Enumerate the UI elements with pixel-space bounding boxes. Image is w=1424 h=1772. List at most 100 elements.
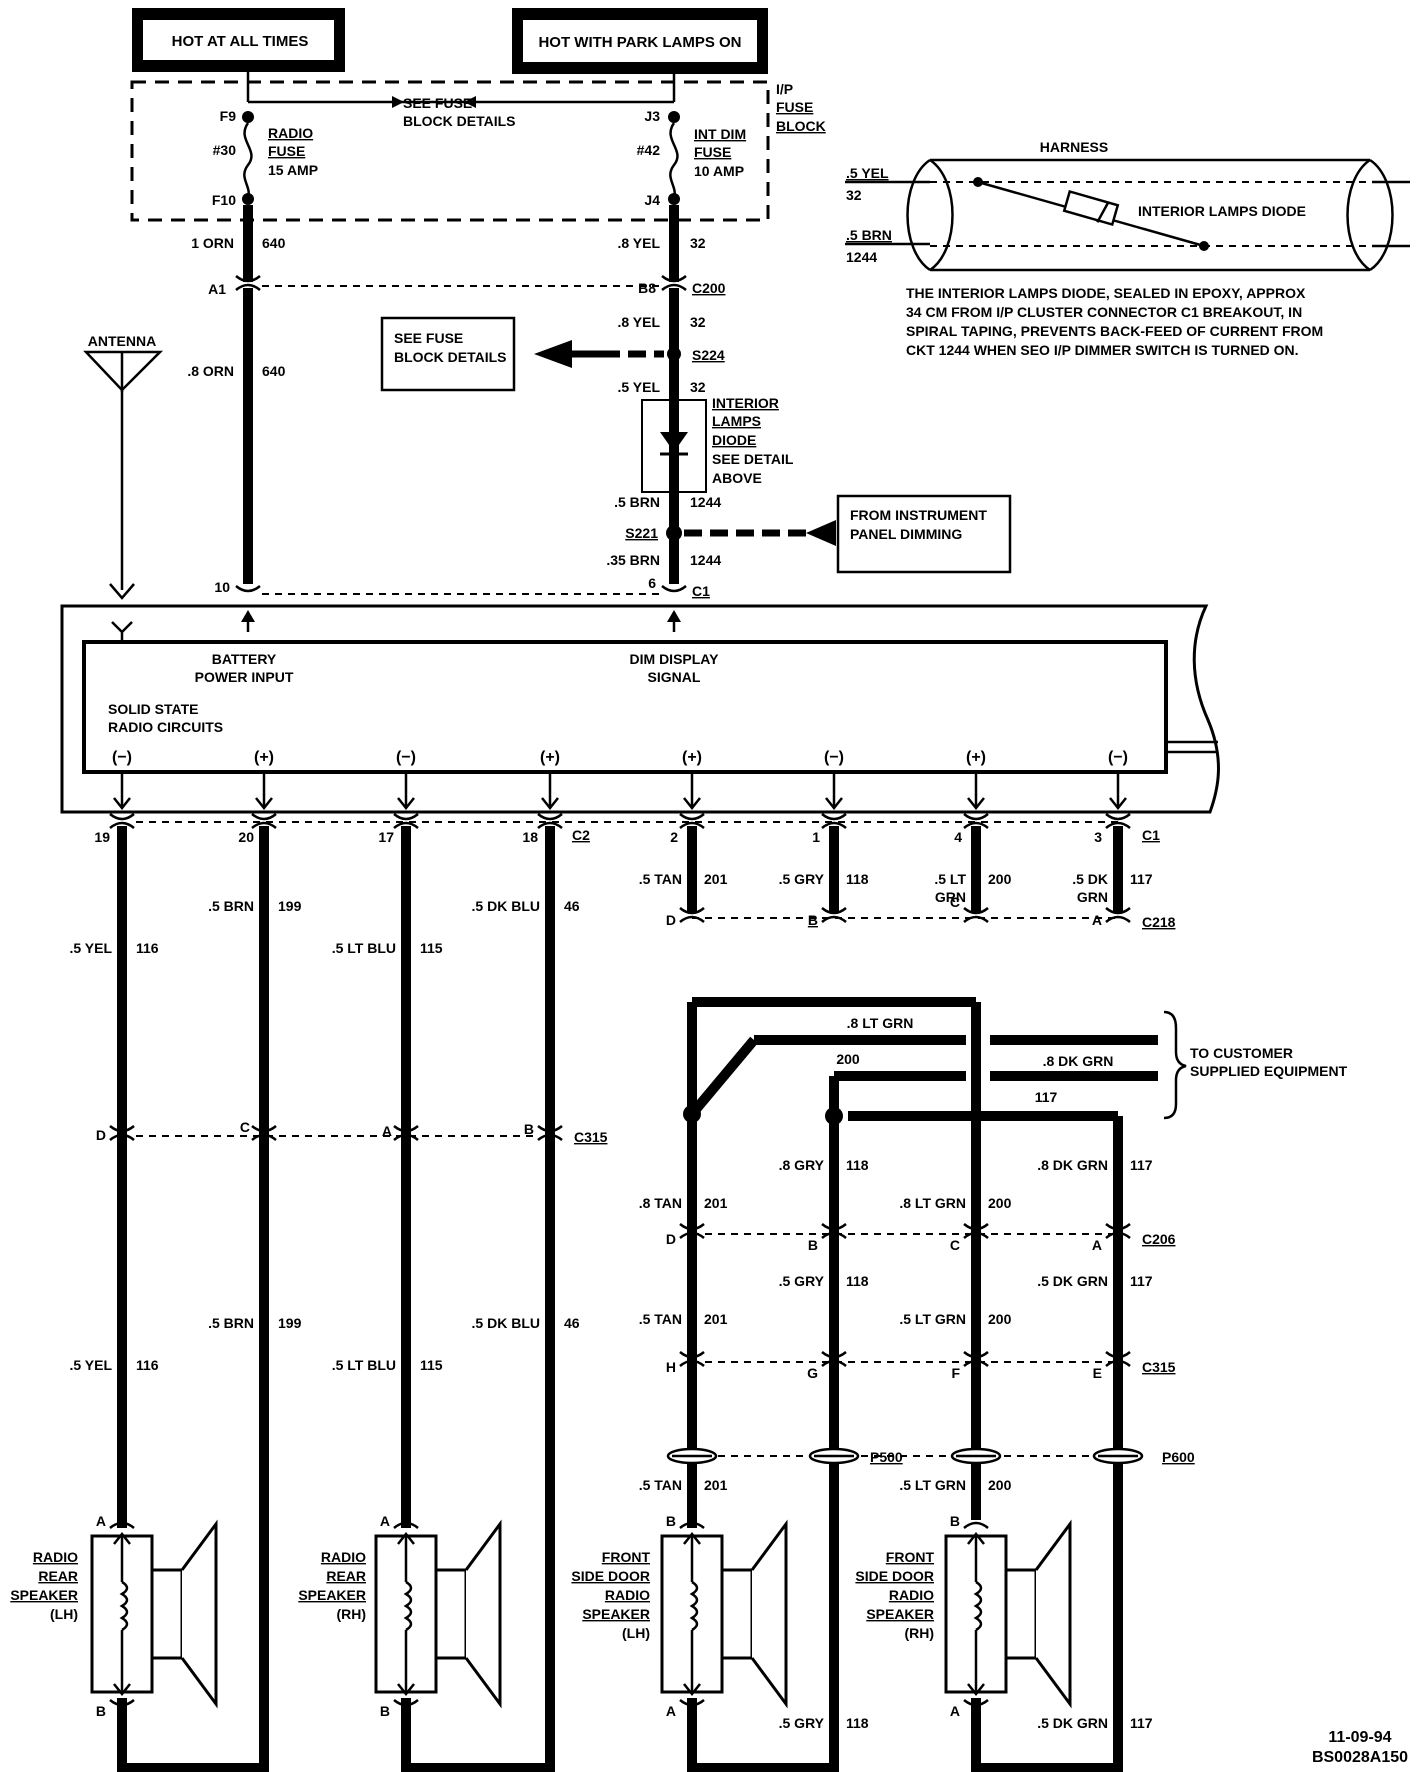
polarity-label: (+) (966, 749, 986, 766)
svg-text:SIDE DOOR: SIDE DOOR (855, 1568, 934, 1584)
svg-text:10: 10 (214, 579, 230, 595)
connector-arc (393, 1125, 419, 1133)
svg-text:115: 115 (420, 1357, 443, 1373)
svg-text:1 ORN: 1 ORN (191, 235, 234, 251)
svg-text:ANTENNA: ANTENNA (88, 333, 156, 349)
front-c1-c218-stubs: D B C A C218 .5 TAN 201 .5 GRY 118 .5 LT… (639, 826, 1176, 930)
svg-text:46: 46 (564, 1315, 580, 1331)
svg-text:J4: J4 (644, 192, 660, 208)
connector-arc (679, 1359, 705, 1367)
svg-text:REAR: REAR (326, 1568, 366, 1584)
speaker-coil-icon (973, 1580, 983, 1632)
connector-arc (109, 813, 135, 821)
svg-text:J3: J3 (644, 108, 660, 124)
svg-text:32: 32 (690, 379, 706, 395)
connector-arc (109, 1125, 135, 1133)
connector-arc (679, 1223, 705, 1231)
polarity-label: (−) (1108, 749, 1128, 766)
svg-text:.5 DK GRN: .5 DK GRN (1037, 1273, 1108, 1289)
svg-text:3: 3 (1094, 829, 1102, 845)
svg-text:GRN: GRN (935, 889, 966, 905)
connector-arc (963, 1359, 989, 1367)
svg-text:P500: P500 (870, 1449, 903, 1465)
harness-detail: HARNESS INTERIOR LAMPS DIODE .5 YEL 32 .… (845, 139, 1410, 358)
svg-text:E: E (1093, 1365, 1102, 1381)
speaker-pin-a: A (96, 1513, 106, 1529)
connector-arc (679, 915, 705, 923)
speaker-cone-icon (180, 1519, 218, 1709)
speaker: AB (374, 1513, 502, 1719)
svg-text:BLOCK: BLOCK (776, 118, 826, 134)
speaker-cone-icon (464, 1519, 502, 1709)
svg-text:117: 117 (1035, 1089, 1058, 1105)
svg-text:RADIO: RADIO (605, 1587, 650, 1603)
polarity-label: (+) (682, 749, 702, 766)
svg-text:.5 TAN: .5 TAN (639, 871, 682, 887)
speaker-arrow (397, 1683, 415, 1697)
svg-text:H: H (666, 1359, 676, 1375)
speaker-pin-b: A (666, 1703, 676, 1719)
svg-text:32: 32 (690, 314, 706, 330)
svg-text:REAR: REAR (38, 1568, 78, 1584)
svg-text:118: 118 (846, 1715, 869, 1731)
connector-arc (1105, 813, 1131, 821)
svg-text:19: 19 (94, 829, 110, 845)
svg-text:C1: C1 (1142, 827, 1160, 843)
svg-text:SEE FUSE: SEE FUSE (394, 330, 463, 346)
output-arrowhead (255, 797, 273, 811)
svg-text:RADIO: RADIO (889, 1587, 934, 1603)
svg-text:C: C (240, 1119, 250, 1135)
svg-text:118: 118 (846, 1273, 869, 1289)
connector-arc (679, 1231, 705, 1239)
connector-arc (537, 1125, 563, 1133)
svg-text:.5 DK GRN: .5 DK GRN (1037, 1715, 1108, 1731)
svg-text:B: B (808, 1237, 818, 1253)
radio-output-polarities: (−)(+)(−)(+)(+)(−)(+)(−) (112, 749, 1128, 811)
svg-text:115: 115 (420, 940, 443, 956)
svg-text:117: 117 (1130, 1273, 1153, 1289)
svg-text:C218: C218 (1142, 914, 1176, 930)
svg-text:BLOCK DETAILS: BLOCK DETAILS (394, 349, 507, 365)
svg-text:117: 117 (1130, 871, 1153, 887)
svg-text:.5 LT GRN: .5 LT GRN (899, 1311, 966, 1327)
speaker-terminal-b (679, 1699, 705, 1707)
ip-fuse-block-label: I/P FUSE BLOCK (776, 81, 826, 134)
svg-text:B8: B8 (638, 280, 656, 296)
front-pins: 2 1 4 3 C1 (670, 827, 1160, 845)
svg-text:4: 4 (954, 829, 962, 845)
svg-text:RADIO: RADIO (268, 125, 313, 141)
connector-arc (109, 1133, 135, 1141)
antenna: ANTENNA (83, 333, 164, 642)
svg-text:F10: F10 (212, 192, 236, 208)
speaker: AB (90, 1513, 218, 1719)
svg-text:17: 17 (378, 829, 394, 845)
svg-text:199: 199 (278, 898, 302, 914)
svg-text:SIDE DOOR: SIDE DOOR (571, 1568, 650, 1584)
svg-text:32: 32 (690, 235, 706, 251)
footer-code: BS0028A150 (1312, 1749, 1408, 1766)
svg-text:G: G (807, 1365, 818, 1381)
svg-text:.8 YEL: .8 YEL (617, 235, 660, 251)
connector-arc (963, 1231, 989, 1239)
svg-text:(RH): (RH) (336, 1606, 366, 1622)
hot-with-park-lamps-label: HOT WITH PARK LAMPS ON (538, 34, 741, 51)
speaker-arrow (683, 1683, 701, 1697)
speaker-magnet (150, 1568, 184, 1660)
svg-text:B: B (524, 1121, 534, 1137)
svg-text:201: 201 (704, 1311, 728, 1327)
svg-text:200: 200 (988, 871, 1012, 887)
svg-text:FUSE: FUSE (268, 143, 305, 159)
connector-arc (963, 821, 989, 829)
svg-text:FUSE: FUSE (776, 99, 813, 115)
svg-text:.5 BRN: .5 BRN (846, 227, 892, 243)
svg-text:.5 LT GRN: .5 LT GRN (899, 1477, 966, 1493)
svg-text:18: 18 (522, 829, 538, 845)
speaker-pin-b: B (380, 1703, 390, 1719)
svg-text:.5 BRN: .5 BRN (614, 494, 660, 510)
speaker-terminal-b (393, 1699, 419, 1707)
svg-text:D: D (96, 1127, 106, 1143)
hot-at-all-times-box: HOT AT ALL TIMES (132, 8, 345, 72)
svg-text:.5 DK: .5 DK (1072, 871, 1108, 887)
radio-housing: BATTERY POWER INPUT DIM DISPLAY SIGNAL S… (60, 604, 1220, 814)
